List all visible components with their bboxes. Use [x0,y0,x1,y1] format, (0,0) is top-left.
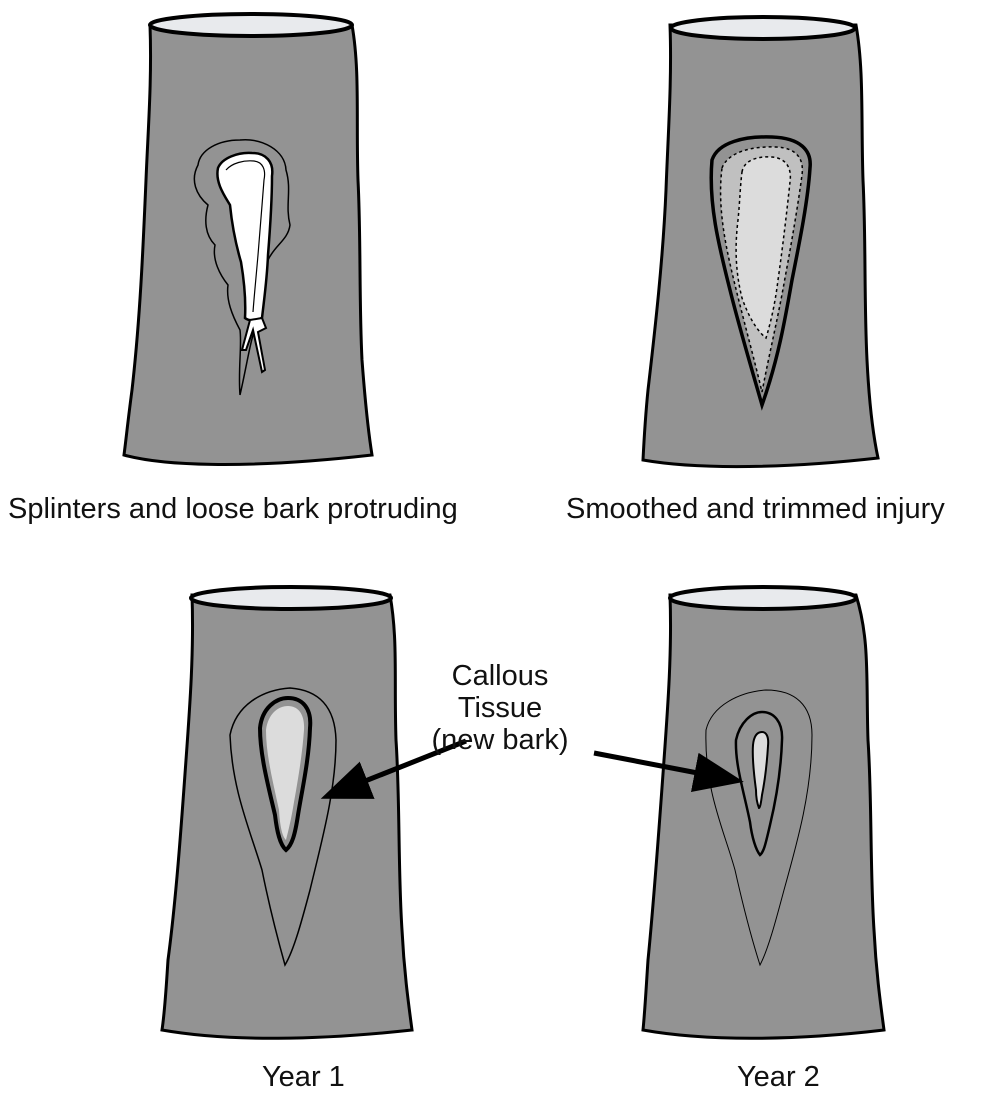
caption-year2: Year 2 [737,1063,820,1092]
caption-splinters: Splinters and loose bark protruding [8,495,458,524]
callous-tissue-label: Callous Tissue (new bark) [425,660,575,756]
callout-line-3: (new bark) [425,724,575,756]
callout-line-1: Callous [425,660,575,692]
caption-smoothed: Smoothed and trimmed injury [566,495,945,524]
caption-year1: Year 1 [262,1063,345,1092]
callout-line-2: Tissue [425,692,575,724]
